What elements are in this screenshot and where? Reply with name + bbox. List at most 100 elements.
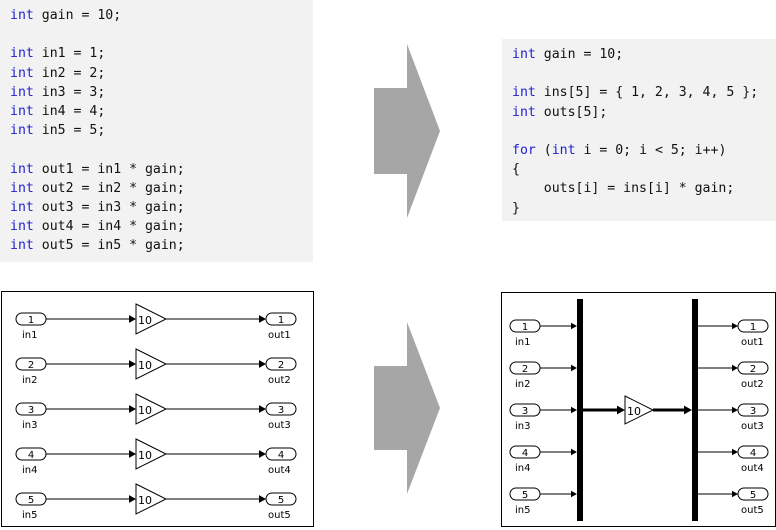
signal-arrowhead bbox=[129, 315, 136, 323]
signal-arrowhead bbox=[732, 490, 738, 498]
code-text: } bbox=[512, 200, 520, 216]
code-line: int gain = 10; bbox=[512, 45, 776, 64]
code-text: i = 0; i < 5; i++) bbox=[575, 142, 727, 158]
signal-arrowhead bbox=[129, 495, 136, 503]
outport-label: out1 bbox=[268, 330, 291, 341]
code-text: out3 = in3 * gain; bbox=[33, 199, 185, 215]
inport-label: in5 bbox=[515, 505, 530, 516]
code-keyword: int bbox=[10, 180, 34, 196]
outport-number: 3 bbox=[750, 406, 756, 417]
signal-arrowhead bbox=[129, 360, 136, 368]
gain-block bbox=[135, 393, 168, 425]
signal-arrowhead bbox=[732, 406, 738, 414]
code-before-panel: int gain = 10; int in1 = 1;int in2 = 2;i… bbox=[0, 0, 313, 262]
inport-number: 2 bbox=[522, 364, 528, 375]
inport-label: in2 bbox=[22, 375, 37, 386]
code-line bbox=[512, 122, 776, 141]
outport-block bbox=[737, 361, 769, 375]
outport-label: out4 bbox=[268, 465, 291, 476]
code-text: ins[5] = { 1, 2, 3, 4, 5 }; bbox=[535, 85, 759, 101]
inport-number: 1 bbox=[522, 322, 528, 333]
outport-label: out3 bbox=[268, 420, 291, 431]
code-line: } bbox=[512, 199, 776, 218]
outport-number: 5 bbox=[278, 495, 284, 506]
code-keyword: int bbox=[512, 85, 536, 101]
demux-block bbox=[692, 299, 698, 521]
outport-number: 1 bbox=[750, 322, 756, 333]
code-text: outs[5]; bbox=[535, 104, 608, 120]
code-text: gain = 10; bbox=[33, 8, 122, 23]
outport-number: 5 bbox=[750, 490, 756, 501]
signal-arrowhead bbox=[571, 322, 577, 330]
outport-number: 2 bbox=[750, 364, 756, 375]
code-line: int in2 = 2; bbox=[10, 64, 313, 83]
code-keyword: int bbox=[10, 84, 34, 100]
code-keyword: int bbox=[512, 104, 536, 120]
inport-number: 5 bbox=[522, 490, 528, 501]
gain-value: 10 bbox=[138, 449, 152, 462]
code-line: int outs[5]; bbox=[512, 103, 776, 122]
inport-label: in4 bbox=[515, 463, 530, 474]
inport-label: in1 bbox=[515, 337, 530, 348]
inport-label: in3 bbox=[515, 421, 530, 432]
outport-block bbox=[265, 357, 297, 371]
signal-arrowhead bbox=[259, 495, 266, 503]
signal-arrowhead bbox=[732, 322, 738, 330]
code-line: outs[i] = ins[i] * gain; bbox=[512, 179, 776, 198]
code-line: for (int i = 0; i < 5; i++) bbox=[512, 141, 776, 160]
gain-value: 10 bbox=[138, 404, 152, 417]
code-line: int gain = 10; bbox=[10, 6, 313, 25]
signal-arrowhead bbox=[259, 405, 266, 413]
outport-block bbox=[265, 402, 297, 416]
inport-number: 3 bbox=[28, 405, 34, 416]
code-keyword: int bbox=[10, 238, 34, 254]
outport-label: out3 bbox=[741, 421, 764, 432]
signal-arrowhead bbox=[259, 315, 266, 323]
code-text: in1 = 1; bbox=[33, 46, 106, 62]
code-text: out5 = in5 * gain; bbox=[33, 238, 185, 254]
code-text: out4 = in4 * gain; bbox=[33, 219, 185, 235]
code-keyword: for bbox=[512, 142, 536, 158]
outport-label: out2 bbox=[268, 375, 291, 386]
inport-number: 2 bbox=[28, 360, 34, 371]
mux-block bbox=[577, 299, 583, 521]
signal-arrowhead bbox=[571, 364, 577, 372]
code-keyword: int bbox=[10, 161, 34, 177]
inport-label: in1 bbox=[22, 330, 37, 341]
code-text: in4 = 4; bbox=[33, 103, 106, 119]
code-line: int in5 = 5; bbox=[10, 121, 313, 140]
outport-block bbox=[265, 492, 297, 506]
code-text: { bbox=[512, 162, 520, 178]
outport-block bbox=[737, 487, 769, 501]
inport-number: 4 bbox=[522, 448, 528, 459]
gain-value: 10 bbox=[138, 494, 152, 507]
code-line: int out2 = in2 * gain; bbox=[10, 179, 313, 198]
code-keyword: int bbox=[10, 123, 34, 139]
code-line: int in4 = 4; bbox=[10, 102, 313, 121]
code-text: ( bbox=[535, 142, 552, 158]
code-after-panel: int gain = 10; int ins[5] = { 1, 2, 3, 4… bbox=[502, 39, 776, 221]
outport-block bbox=[265, 312, 297, 326]
inport-label: in4 bbox=[22, 465, 37, 476]
gain-block bbox=[135, 438, 168, 470]
outport-number: 2 bbox=[278, 360, 284, 371]
code-keyword: int bbox=[10, 8, 34, 23]
code-text: outs[i] = ins[i] * gain; bbox=[512, 181, 735, 197]
code-line: int ins[5] = { 1, 2, 3, 4, 5 }; bbox=[512, 83, 776, 102]
code-line: int out1 = in1 * gain; bbox=[10, 160, 313, 179]
signal-arrowhead bbox=[571, 490, 577, 498]
code-keyword: int bbox=[10, 103, 34, 119]
bus-arrowhead bbox=[684, 405, 692, 415]
gain-value: 10 bbox=[138, 359, 152, 372]
transform-arrow-top bbox=[374, 44, 440, 218]
code-text: out2 = in2 * gain; bbox=[33, 180, 185, 196]
transform-arrow-bottom bbox=[374, 322, 440, 494]
gain-block bbox=[135, 303, 168, 335]
code-text: out1 = in1 * gain; bbox=[33, 161, 185, 177]
signal-arrowhead bbox=[571, 448, 577, 456]
code-line bbox=[10, 140, 313, 159]
outport-number: 3 bbox=[278, 405, 284, 416]
signal-arrowhead bbox=[571, 406, 577, 414]
code-text: in5 = 5; bbox=[33, 123, 106, 139]
inport-label: in2 bbox=[515, 379, 530, 390]
